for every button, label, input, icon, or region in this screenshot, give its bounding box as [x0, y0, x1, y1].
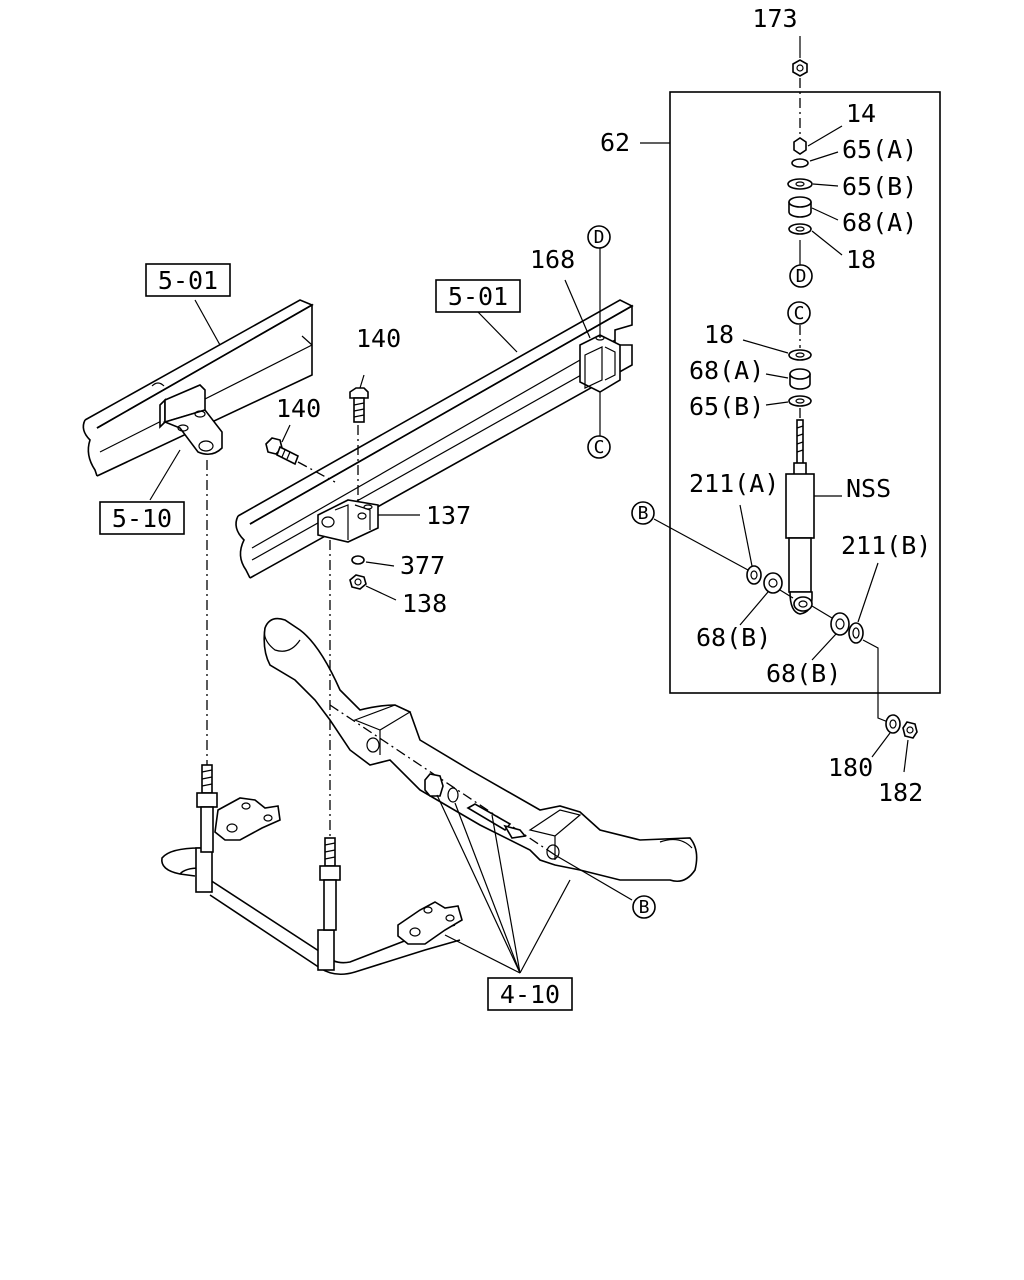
bracket-137-part	[317, 499, 379, 543]
marker-c-mid	[787, 301, 811, 325]
callout-140-side[interactable]: 140	[276, 394, 321, 423]
callout-68b-left[interactable]: 68(B)	[696, 623, 771, 652]
callout-14[interactable]: 14	[846, 99, 876, 128]
ref-box-frame-mid[interactable]: 5-01	[435, 279, 521, 313]
callout-140-top[interactable]: 140	[356, 324, 401, 353]
washer-180-part	[885, 714, 901, 734]
callout-68b-right[interactable]: 68(B)	[766, 659, 841, 688]
lockwasher-377-part	[351, 555, 365, 565]
callout-377[interactable]: 377	[400, 551, 445, 580]
callout-211b[interactable]: 211(B)	[841, 531, 931, 560]
marker-d-frame-letter: D	[594, 227, 605, 248]
bolt-140-angled	[265, 437, 300, 466]
bolt-140-vertical	[349, 387, 369, 423]
callout-211a[interactable]: 211(A)	[689, 469, 779, 498]
marker-b-axle	[632, 895, 656, 919]
marker-c-frame-letter: C	[594, 437, 605, 458]
bracket-168-part	[579, 334, 621, 393]
kit-62-box	[669, 91, 941, 694]
washer-211b	[848, 622, 864, 644]
washer-65a-top	[791, 158, 809, 168]
marker-d-top	[789, 264, 813, 288]
callout-168[interactable]: 168	[530, 245, 575, 274]
callout-62[interactable]: 62	[600, 128, 630, 157]
washer-18-mid	[788, 349, 812, 361]
ref-label-frame-mid: 5-01	[448, 282, 508, 311]
nut-14-part	[793, 137, 807, 155]
callout-137[interactable]: 137	[426, 501, 471, 530]
stabilizer-bar	[161, 847, 461, 976]
callout-18-mid[interactable]: 18	[704, 320, 734, 349]
bushing-68a-mid	[789, 368, 811, 390]
washer-65b-top	[787, 178, 813, 190]
marker-b-left-letter: B	[638, 503, 649, 524]
callout-68a-top[interactable]: 68(A)	[842, 208, 917, 237]
washer-65b-mid	[788, 395, 812, 407]
frame-rail-middle	[235, 299, 634, 579]
bushing-68b-right	[830, 612, 850, 636]
marker-b-axle-letter: B	[639, 897, 650, 918]
marker-b-left	[631, 501, 655, 525]
shock-absorber-nss	[785, 419, 815, 615]
callout-138[interactable]: 138	[402, 589, 447, 618]
ref-box-bracket[interactable]: 5-10	[99, 501, 185, 535]
callout-180[interactable]: 180	[828, 753, 873, 782]
stabilizer-bracket-left	[214, 797, 281, 841]
nut-182-part	[902, 721, 918, 739]
callout-65b-mid[interactable]: 65(B)	[689, 392, 764, 421]
callout-nss[interactable]: NSS	[846, 474, 891, 503]
stabilizer-link-left	[196, 764, 218, 853]
callout-182[interactable]: 182	[878, 778, 923, 807]
callout-65a-top[interactable]: 65(A)	[842, 135, 917, 164]
callout-68a-mid[interactable]: 68(A)	[689, 356, 764, 385]
bushing-68b-left	[763, 572, 783, 594]
callout-173[interactable]: 173	[752, 4, 797, 33]
marker-c-mid-letter: C	[794, 303, 805, 324]
front-axle-beam	[263, 617, 698, 883]
washer-211a	[746, 565, 762, 585]
ref-box-frame-left[interactable]: 5-01	[145, 263, 231, 297]
ref-label-axle: 4-10	[500, 980, 560, 1009]
bracket-5-10-part	[159, 384, 223, 456]
marker-d-frame	[587, 225, 611, 249]
marker-d-top-letter: D	[796, 266, 807, 287]
marker-c-frame	[587, 435, 611, 459]
washer-18-top	[788, 223, 812, 235]
ref-label-bracket: 5-10	[112, 504, 172, 533]
stabilizer-bracket-right	[397, 901, 463, 945]
ref-box-axle[interactable]: 4-10	[487, 977, 573, 1011]
axle-spacer-parts	[424, 773, 527, 839]
nut-138-part	[349, 574, 367, 590]
ref-label-frame-left: 5-01	[158, 266, 218, 295]
stabilizer-link-right	[319, 837, 341, 931]
bushing-68a-top	[788, 196, 812, 218]
callout-18-top[interactable]: 18	[846, 245, 876, 274]
callout-65b-top[interactable]: 65(B)	[842, 172, 917, 201]
nut-173-part	[792, 59, 808, 77]
